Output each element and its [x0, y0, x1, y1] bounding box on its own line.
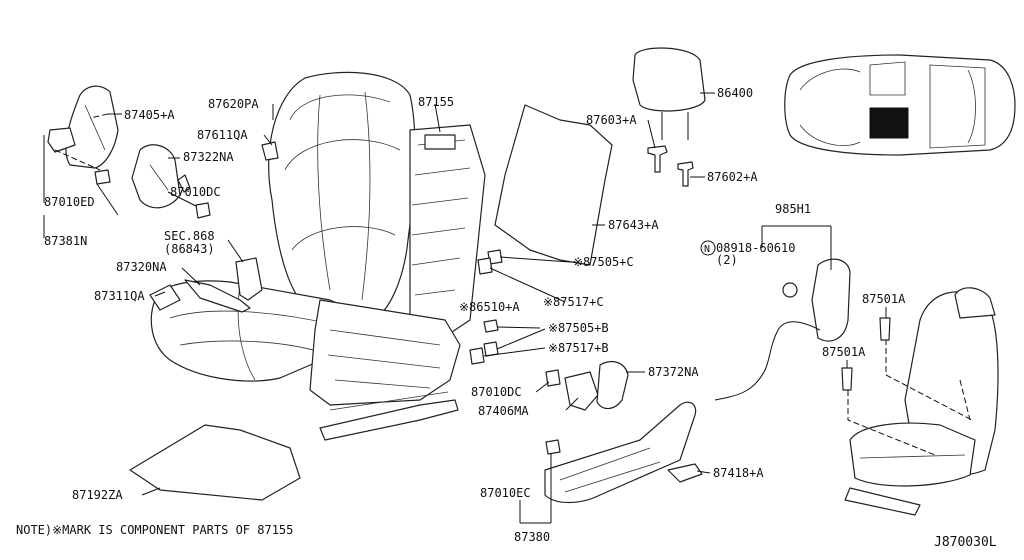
- seat-assembly-view: [844, 287, 999, 516]
- label-08918-prefix: N: [704, 244, 710, 255]
- clip-87505b: [483, 341, 499, 357]
- label-87372na: 87372NA: [648, 365, 699, 379]
- harness-clip-87611qa: [261, 141, 279, 161]
- label-86510a: ※86510+A: [459, 300, 520, 314]
- label-87155: 87155: [418, 95, 454, 109]
- diagram-note: NOTE)※MARK IS COMPONENT PARTS OF 87155: [16, 523, 293, 537]
- belt-buckle-sec868: [235, 257, 263, 301]
- label-87418a: 87418+A: [713, 466, 764, 480]
- label-87010dc-right: 87010DC: [471, 385, 522, 399]
- clip-87010dc-left: [195, 202, 211, 219]
- back-board: [494, 104, 613, 266]
- label-87320na: 87320NA: [116, 260, 167, 274]
- n-symbol-circle: [700, 240, 716, 256]
- label-87381n: 87381N: [44, 234, 87, 248]
- cover-87322na: [177, 174, 191, 193]
- seat-back-trim: [268, 71, 416, 316]
- label-87010dc-left: 87010DC: [170, 185, 221, 199]
- label-87380: 87380: [514, 530, 550, 544]
- label-87643a: 87643+A: [608, 218, 659, 232]
- bolt-87501a-lower: [841, 367, 853, 391]
- label-87406ma: 87406MA: [478, 404, 529, 418]
- label-87517c: ※87517+C: [543, 295, 604, 309]
- bolt-87501a-upper: [879, 317, 891, 341]
- seat-cushion-finisher: [544, 401, 697, 504]
- label-sec868-sub: (86843): [164, 242, 215, 256]
- lever-87418a: [667, 463, 703, 483]
- headrest-guide-free: [677, 161, 694, 187]
- side-airbag-module: [714, 258, 851, 401]
- seat-location-highlight: [869, 107, 909, 139]
- clip-87010dc-right: [545, 369, 561, 387]
- label-08918-qty: (2): [716, 253, 738, 267]
- clip-87010ed: [94, 169, 111, 185]
- headrest-guide-lock: [647, 145, 668, 173]
- seat-lifter-finisher: [131, 144, 181, 209]
- label-87501a-lower: 87501A: [822, 345, 866, 359]
- label-87602a: 87602+A: [707, 170, 758, 184]
- label-87010ed: 87010ED: [44, 195, 95, 209]
- seat-mat: [129, 424, 301, 501]
- label-87611qa: 87611QA: [197, 128, 248, 142]
- label-87322na: 87322NA: [183, 150, 234, 164]
- seat-frame: [309, 124, 486, 441]
- clip-86510a: [483, 319, 499, 333]
- label-86400: 86400: [717, 86, 753, 100]
- label-sec868: SEC.868: [164, 229, 215, 243]
- vehicle-location-view: [784, 54, 1016, 156]
- recliner-finisher-inner: [564, 371, 599, 411]
- label-87405a: 87405+A: [124, 108, 175, 122]
- label-87501a-upper: 87501A: [862, 292, 906, 306]
- headrest: [632, 47, 706, 140]
- label-985h1: 985H1: [775, 202, 811, 216]
- label-87010ec: 87010EC: [480, 486, 531, 500]
- clip-87517c: [477, 257, 493, 275]
- label-87620pa: 87620PA: [208, 97, 259, 111]
- label-87603a: 87603+A: [586, 113, 637, 127]
- clip-87517b: [469, 347, 485, 365]
- leader-lines: [43, 92, 887, 524]
- diagram-code: J870030L: [934, 535, 997, 550]
- label-87505c: ※87505+C: [573, 255, 634, 269]
- seat-back-side-finisher: [47, 85, 119, 169]
- front-cover-87311qa: [149, 284, 181, 311]
- harness-87320na: [184, 279, 251, 313]
- label-87505b: ※87505+B: [548, 321, 609, 335]
- label-87192za: 87192ZA: [72, 488, 123, 502]
- clip-87010ec: [545, 439, 561, 455]
- label-08918-60610: 08918-60610: [716, 241, 795, 255]
- part-labels: 87405+A 87620PA 87155 86400 87611QA 8732…: [44, 86, 906, 544]
- recliner-cover-87372na: [596, 361, 629, 410]
- label-87311qa: 87311QA: [94, 289, 145, 303]
- label-87517b: ※87517+B: [548, 341, 609, 355]
